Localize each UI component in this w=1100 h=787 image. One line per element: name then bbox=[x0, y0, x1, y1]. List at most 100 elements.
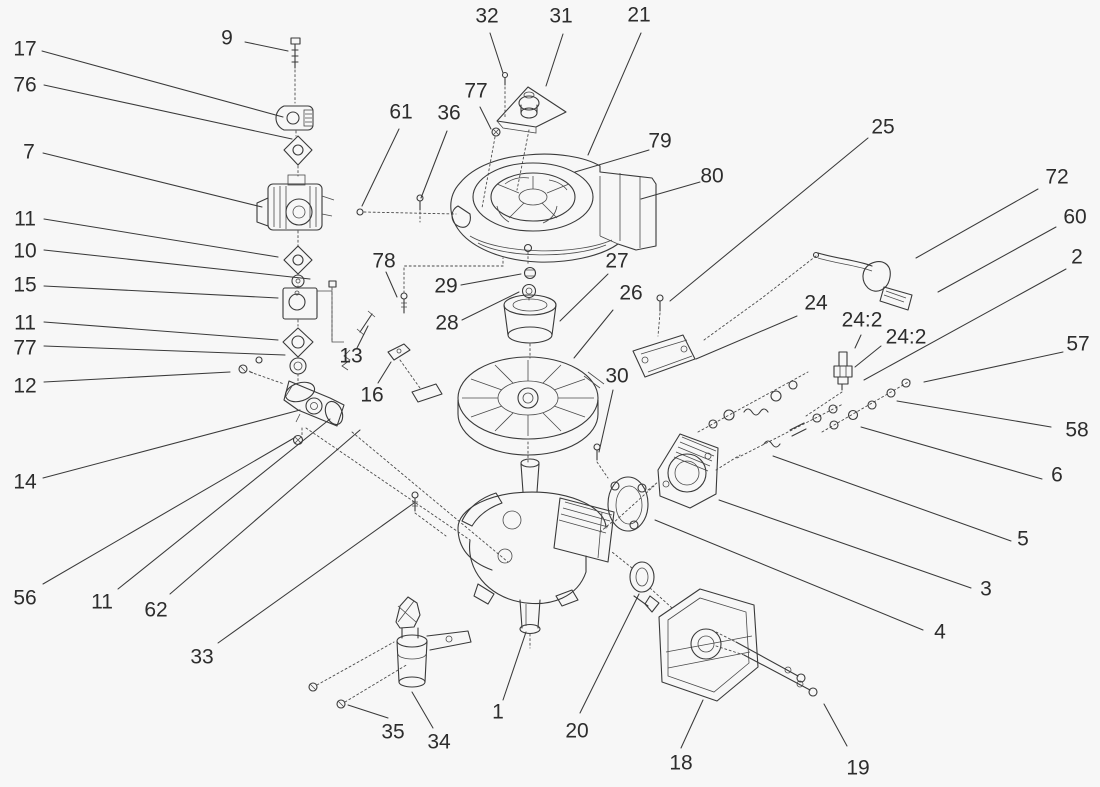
leader-line-14 bbox=[42, 409, 301, 479]
callout-label-56: 56 bbox=[13, 587, 36, 610]
leader-line-32 bbox=[489, 32, 504, 74]
leader-line-79 bbox=[574, 149, 650, 173]
leader-line-33 bbox=[217, 502, 415, 644]
leader-line-21 bbox=[587, 32, 642, 156]
callout-label-36: 36 bbox=[437, 102, 460, 125]
callout-label-78: 78 bbox=[372, 250, 395, 273]
callout-label-11: 11 bbox=[14, 312, 36, 335]
carb-mount-part-7 bbox=[256, 174, 335, 249]
starter-cup-part-27 bbox=[503, 294, 557, 359]
callout-label-24: 24 bbox=[804, 292, 828, 315]
screw-part-33 bbox=[411, 491, 447, 537]
muffler-screws-part-19 bbox=[711, 629, 818, 697]
callout-label-21: 21 bbox=[627, 4, 650, 27]
callout-label-11: 11 bbox=[14, 208, 36, 231]
gasket-part-20 bbox=[611, 551, 673, 609]
callout-label-80: 80 bbox=[700, 165, 723, 188]
callout-label-72: 72 bbox=[1045, 166, 1068, 189]
leader-line-17 bbox=[41, 50, 284, 118]
leader-line-19 bbox=[823, 703, 848, 747]
leader-line-10 bbox=[43, 249, 311, 280]
callout-label-35: 35 bbox=[381, 721, 404, 744]
gasket-part-11-upper bbox=[283, 245, 313, 275]
oil-fill-part-34 bbox=[395, 596, 472, 688]
callout-label-6: 6 bbox=[1051, 464, 1063, 487]
starter-handle-part-31 bbox=[496, 86, 567, 191]
callout-label-14: 14 bbox=[13, 471, 37, 494]
bracket-part-17 bbox=[275, 105, 314, 137]
head-screw-part-30 bbox=[593, 443, 609, 479]
leader-line-20 bbox=[579, 593, 640, 714]
screw-part-32 bbox=[501, 71, 509, 118]
leader-line-61 bbox=[361, 128, 400, 207]
callout-label-2: 2 bbox=[1071, 246, 1083, 269]
leader-line-56 bbox=[42, 437, 295, 585]
leader-line-1 bbox=[502, 631, 527, 701]
leader-line-15 bbox=[43, 285, 279, 299]
leader-line-5 bbox=[772, 455, 1012, 542]
screw-part-78 bbox=[400, 257, 504, 314]
callout-label-15: 15 bbox=[13, 274, 36, 297]
callout-label-25: 25 bbox=[871, 116, 894, 139]
leader-line-62 bbox=[169, 429, 361, 595]
callout-label-77: 77 bbox=[464, 80, 487, 103]
spark-plug-wire-part-72 bbox=[703, 251, 913, 341]
leader-line-27 bbox=[559, 273, 609, 322]
nut-part-29 bbox=[523, 266, 537, 280]
leader-line-57 bbox=[923, 351, 1064, 383]
callout-label-28: 28 bbox=[435, 312, 458, 335]
leader-line-58 bbox=[896, 400, 1052, 428]
callout-label-32: 32 bbox=[475, 5, 498, 28]
leader-line-25 bbox=[669, 137, 869, 302]
gasket-part-11-lower bbox=[282, 327, 314, 358]
plate-part-15 bbox=[282, 280, 344, 343]
leader-line-28 bbox=[461, 291, 520, 321]
callout-label-11: 11 bbox=[91, 591, 113, 614]
callout-label-33: 33 bbox=[190, 646, 213, 669]
leader-line-12 bbox=[43, 371, 231, 383]
leader-line-77 bbox=[43, 345, 286, 356]
ring-part-77-lower bbox=[289, 357, 307, 382]
callout-label-61: 61 bbox=[389, 101, 412, 124]
coil-screw-part-25 bbox=[656, 294, 664, 337]
leader-line-72 bbox=[915, 188, 1039, 259]
leader-line-29 bbox=[460, 273, 522, 286]
callout-label-79: 79 bbox=[648, 130, 671, 153]
screw-part-12 bbox=[238, 356, 285, 385]
leader-line-11 bbox=[43, 218, 279, 258]
leader-line-4 bbox=[654, 519, 924, 631]
leader-line-78 bbox=[385, 271, 398, 298]
leader-line-31 bbox=[545, 33, 564, 87]
governor-link-part-13 bbox=[341, 310, 376, 371]
leader-line-30 bbox=[598, 389, 614, 453]
screws-part-35 bbox=[308, 641, 409, 709]
blower-housing-part-21 bbox=[450, 153, 657, 265]
leader-line-35 bbox=[347, 704, 389, 719]
screw-part-77-top bbox=[481, 127, 501, 209]
head-gasket-part-3 bbox=[599, 476, 659, 533]
callout-label-7: 7 bbox=[23, 141, 35, 164]
callout-label-3: 3 bbox=[980, 578, 992, 601]
callout-label-19: 19 bbox=[846, 757, 869, 780]
leader-line-76 bbox=[43, 84, 293, 140]
leader-line-13 bbox=[356, 325, 369, 349]
leader-line-9 bbox=[244, 41, 289, 52]
callout-label-24:2: 24:2 bbox=[886, 326, 927, 349]
callout-label-17: 17 bbox=[13, 38, 36, 61]
callout-label-4: 4 bbox=[934, 621, 946, 644]
leader-line-11 bbox=[117, 418, 331, 590]
gasket-part-76 bbox=[283, 135, 313, 177]
callout-label-10: 10 bbox=[13, 240, 36, 263]
callout-label-30: 30 bbox=[605, 365, 628, 388]
bolt-part-56 bbox=[292, 434, 304, 446]
callout-label-18: 18 bbox=[669, 752, 692, 775]
callout-label-29: 29 bbox=[434, 275, 457, 298]
ignition-coil-part-24 bbox=[632, 334, 696, 378]
callout-label-24:2: 24:2 bbox=[842, 309, 883, 332]
leader-line-80 bbox=[640, 181, 701, 200]
muffler-part-18 bbox=[633, 588, 759, 702]
callout-label-1: 1 bbox=[492, 701, 504, 724]
callout-label-20: 20 bbox=[565, 720, 588, 743]
